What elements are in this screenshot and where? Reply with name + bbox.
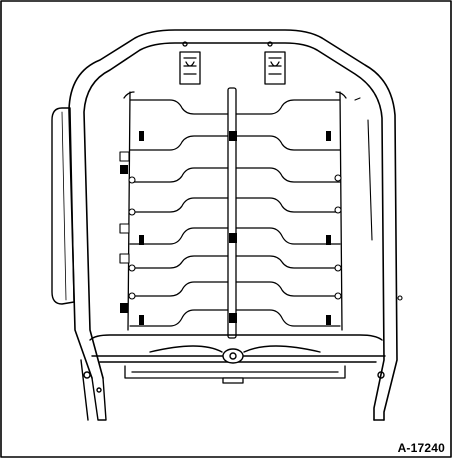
side-bolster-left <box>51 107 75 305</box>
figure-code: A-17240 <box>397 441 445 455</box>
bottom-bracket <box>124 365 346 384</box>
right-side-details <box>354 97 403 301</box>
outer-frame-tube <box>68 29 398 421</box>
headrest-guides <box>179 41 286 85</box>
spring-wires <box>129 99 341 327</box>
wire-clips <box>120 131 331 325</box>
rail-hooks <box>119 151 342 300</box>
center-spine <box>227 87 237 339</box>
frame-legs <box>80 359 385 421</box>
lower-cross-member <box>89 334 386 364</box>
